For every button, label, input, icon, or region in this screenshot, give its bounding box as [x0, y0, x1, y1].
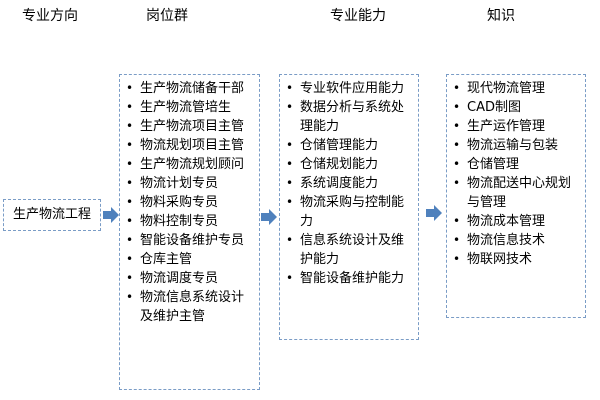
arrow-right-icon [426, 205, 442, 221]
list-item: 现代物流管理 [447, 79, 579, 98]
list-item: 物流采购与控制能力 [280, 193, 412, 231]
list-item: 物料采购专员 [120, 193, 255, 212]
list-item: 物流信息技术 [447, 231, 579, 250]
knowledge-box: 现代物流管理 CAD制图 生产运作管理 物流运输与包装 仓储管理 物流配送中心规… [446, 74, 586, 318]
list-item: 物流信息系统设计及维护主管 [120, 288, 255, 326]
jobs-list: 生产物流储备干部 生产物流管培生 生产物流项目主管 物流规划项目主管 生产物流规… [120, 79, 255, 326]
list-item: 仓储规划能力 [280, 155, 412, 174]
list-item: 生产物流储备干部 [120, 79, 255, 98]
header-knowledge: 知识 [487, 8, 515, 24]
source-label: 生产物流工程 [12, 207, 91, 222]
list-item: 物流成本管理 [447, 212, 579, 231]
header-jobs: 岗位群 [146, 8, 188, 24]
abilities-box: 专业软件应用能力 数据分析与系统处理能力 仓储管理能力 仓储规划能力 系统调度能… [279, 74, 419, 340]
abilities-list: 专业软件应用能力 数据分析与系统处理能力 仓储管理能力 仓储规划能力 系统调度能… [280, 79, 412, 288]
list-item: 物流运输与包装 [447, 136, 579, 155]
list-item: 仓储管理能力 [280, 136, 412, 155]
list-item: 生产物流管培生 [120, 98, 255, 117]
list-item: 生产物流项目主管 [120, 117, 255, 136]
list-item: 仓储管理 [447, 155, 579, 174]
arrow-right-icon [103, 207, 119, 223]
list-item: 物联网技术 [447, 250, 579, 269]
list-item: 仓库主管 [120, 250, 255, 269]
list-item: 物流规划项目主管 [120, 136, 255, 155]
list-item: 数据分析与系统处理能力 [280, 98, 412, 136]
list-item: 物流配送中心规划与管理 [447, 174, 579, 212]
list-item: 物流计划专员 [120, 174, 255, 193]
list-item: 智能设备维护能力 [280, 269, 412, 288]
arrow-right-icon [261, 209, 277, 225]
knowledge-list: 现代物流管理 CAD制图 生产运作管理 物流运输与包装 仓储管理 物流配送中心规… [447, 79, 579, 269]
list-item: 生产运作管理 [447, 117, 579, 136]
list-item: 生产物流规划顾问 [120, 155, 255, 174]
list-item: 专业软件应用能力 [280, 79, 412, 98]
list-item: 物流调度专员 [120, 269, 255, 288]
list-item: 信息系统设计及维护能力 [280, 231, 412, 269]
list-item: 物料控制专员 [120, 212, 255, 231]
header-direction: 专业方向 [22, 8, 78, 24]
list-item: CAD制图 [447, 98, 579, 117]
list-item: 系统调度能力 [280, 174, 412, 193]
list-item: 智能设备维护专员 [120, 231, 255, 250]
jobs-box: 生产物流储备干部 生产物流管培生 生产物流项目主管 物流规划项目主管 生产物流规… [119, 74, 260, 390]
source-box: 生产物流工程 [3, 199, 101, 231]
header-abilities: 专业能力 [330, 8, 386, 24]
